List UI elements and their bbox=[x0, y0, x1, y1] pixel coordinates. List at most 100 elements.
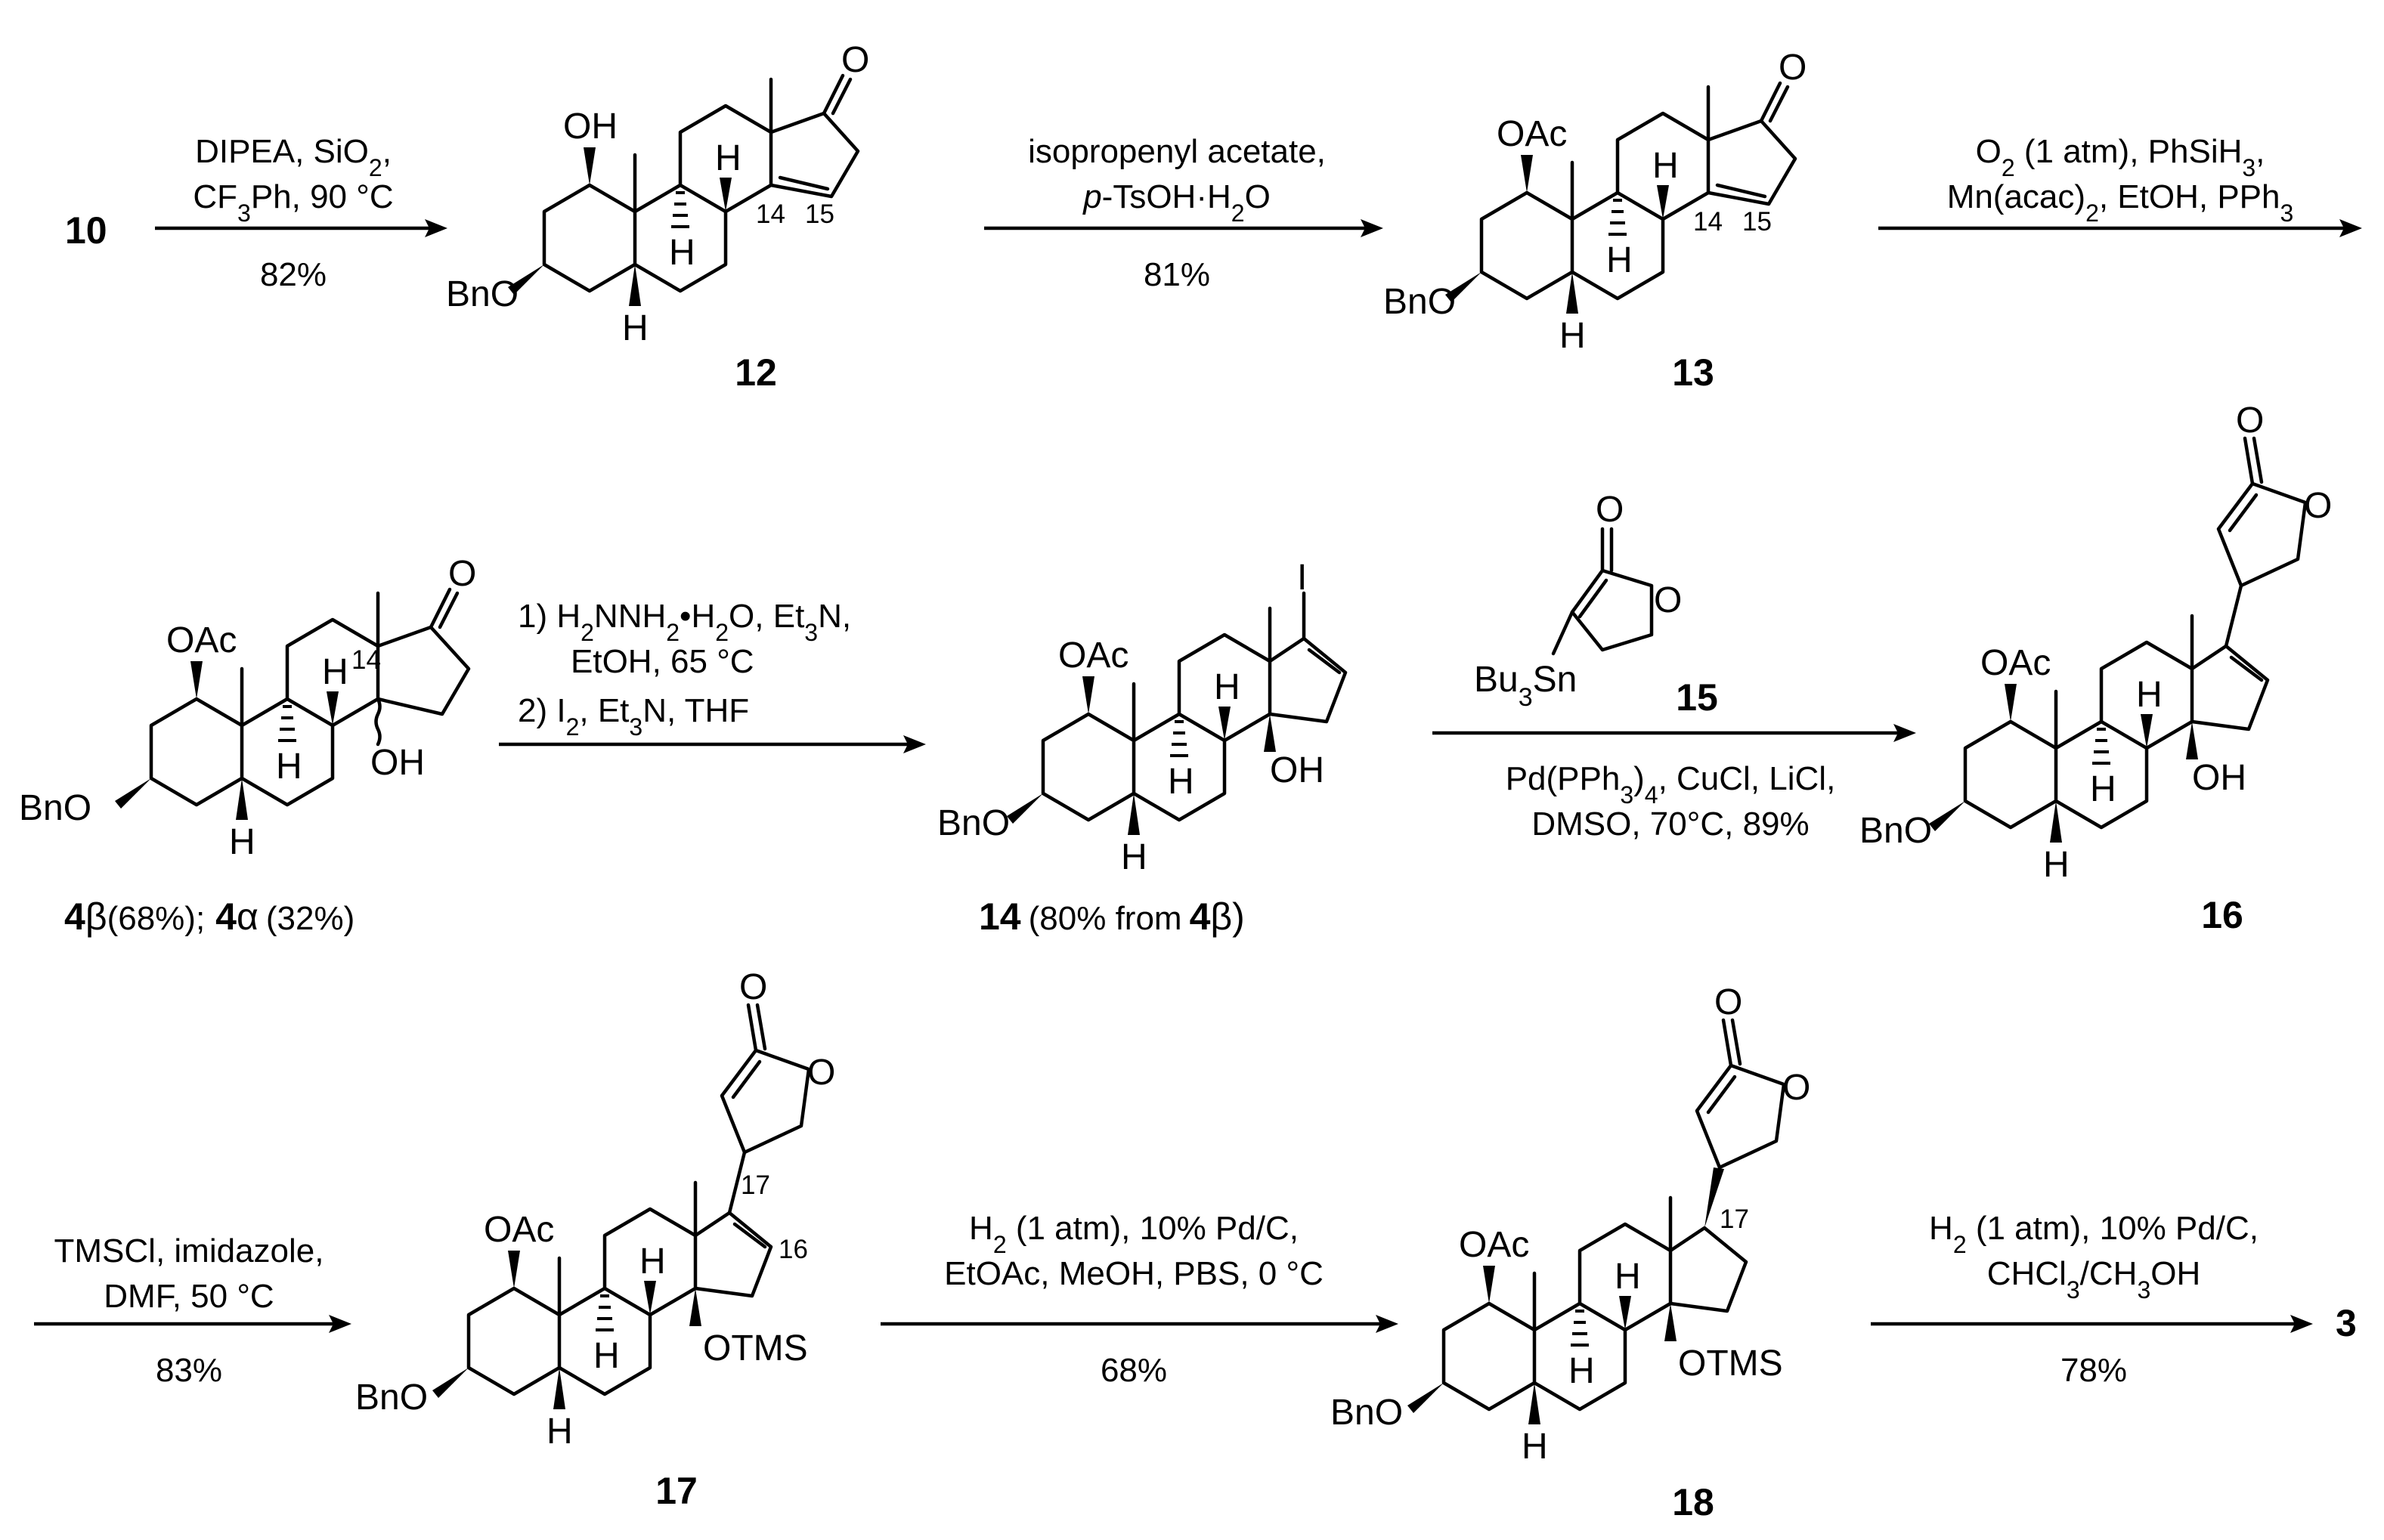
compound-13-label: 13 bbox=[1672, 351, 1714, 394]
compound-4-beta-label: 4β(68%);4α(32%) bbox=[64, 895, 355, 938]
compound-4-structure: O OAc BnO H H H OH 14 bbox=[19, 554, 476, 862]
h5-label: H bbox=[1121, 837, 1147, 877]
c17-number: 17 bbox=[1720, 1204, 1749, 1234]
h9-label: H bbox=[2090, 769, 2116, 809]
step-7-yield: 68% bbox=[1101, 1352, 1167, 1389]
h9-label: H bbox=[669, 233, 695, 273]
step-5-conditions-line2: DMSO, 70°C, 89% bbox=[1531, 806, 1809, 843]
step-1-conditions-line2: CF3Ph, 90 °C bbox=[193, 178, 393, 227]
lactone-ring-oxygen: O bbox=[2304, 486, 2332, 526]
acetoxy-label: OAc bbox=[1058, 635, 1129, 676]
lactone-carbonyl-oxygen: O bbox=[2236, 400, 2264, 441]
compound-12-label: 12 bbox=[735, 351, 777, 394]
step-4-conditions-line3: 2) I2, Et3N, THF bbox=[518, 692, 749, 741]
h9-label: H bbox=[593, 1336, 620, 1376]
h5-label: H bbox=[1522, 1427, 1548, 1467]
step-1-conditions-line1: DIPEA, SiO2, bbox=[195, 133, 392, 181]
compound-12-structure: O OH BnO H H H 14 15 bbox=[446, 40, 869, 348]
benzyloxy-label: BnO bbox=[1330, 1393, 1403, 1433]
lactone-ring-oxygen: O bbox=[1654, 580, 1682, 620]
ketone-oxygen: O bbox=[448, 554, 476, 594]
c17-number: 17 bbox=[741, 1170, 770, 1200]
lactone-carbonyl-oxygen: O bbox=[1596, 490, 1624, 530]
h5-label: H bbox=[622, 308, 649, 348]
step-6-arrow bbox=[34, 1315, 351, 1333]
benzyloxy-label: BnO bbox=[19, 788, 91, 828]
benzyloxy-label: BnO bbox=[355, 1378, 428, 1418]
acetoxy-label: OAc bbox=[1459, 1225, 1529, 1265]
ketone-oxygen: O bbox=[1779, 48, 1807, 88]
stannane-15-structure: O O Bu3Sn bbox=[1474, 490, 1682, 712]
step-1-arrow bbox=[155, 219, 447, 237]
h9-label: H bbox=[1168, 762, 1194, 802]
step-6-conditions-line2: DMF, 50 °C bbox=[104, 1278, 274, 1315]
acetoxy-label: OAc bbox=[1497, 114, 1567, 154]
step-4-conditions-line1: 1) H2NNH2•H2O, Et3N, bbox=[518, 598, 851, 646]
compound-18-label: 18 bbox=[1672, 1481, 1714, 1523]
h8-label: H bbox=[1214, 667, 1240, 707]
h5-label: H bbox=[229, 822, 255, 862]
benzyloxy-label: BnO bbox=[937, 803, 1010, 843]
lactone-carbonyl-oxygen: O bbox=[1714, 982, 1742, 1022]
step-7-arrow bbox=[881, 1315, 1398, 1333]
step-3-conditions-line1: O2 (1 atm), PhSiH3, bbox=[1976, 133, 2265, 181]
step-8-conditions-line1: H2 (1 atm), 10% Pd/C, bbox=[1929, 1210, 2259, 1258]
step-6-yield: 83% bbox=[156, 1352, 222, 1389]
step-4-conditions-line2: EtOH, 65 °C bbox=[571, 643, 754, 680]
compound-15-label: 15 bbox=[1676, 676, 1718, 719]
h9-label: H bbox=[1568, 1351, 1595, 1391]
benzyloxy-label: BnO bbox=[1859, 811, 1932, 851]
c16-number: 16 bbox=[779, 1235, 808, 1264]
compound-16-structure: O O OAc BnO H H H OH bbox=[1859, 400, 2332, 885]
step-1-yield: 82% bbox=[260, 256, 327, 293]
compound-16-label: 16 bbox=[2201, 894, 2243, 936]
h8-label: H bbox=[715, 138, 742, 178]
h8-label: H bbox=[1615, 1257, 1641, 1297]
lactone-ring-oxygen: O bbox=[807, 1053, 835, 1093]
compound-3-label: 3 bbox=[2336, 1302, 2357, 1344]
c14-otms-label: OTMS bbox=[703, 1328, 808, 1368]
step-7-conditions-line1: H2 (1 atm), 10% Pd/C, bbox=[969, 1210, 1299, 1258]
compound-14-structure: I OAc BnO H H H OH bbox=[937, 558, 1348, 877]
ketone-oxygen: O bbox=[841, 40, 869, 80]
compound-17-label: 17 bbox=[655, 1470, 698, 1512]
hydroxyl-label: OH bbox=[563, 107, 618, 147]
h8-label: H bbox=[639, 1242, 666, 1282]
h5-label: H bbox=[1559, 316, 1586, 356]
h8-label: H bbox=[1652, 146, 1679, 186]
compound-10-label: 10 bbox=[65, 209, 107, 252]
acetoxy-label: OAc bbox=[1980, 643, 2051, 683]
step-2-yield: 81% bbox=[1144, 256, 1210, 293]
c14-hydroxyl-label: OH bbox=[1270, 750, 1324, 790]
step-6-conditions-line1: TMSCl, imidazole, bbox=[54, 1232, 324, 1269]
c15-number: 15 bbox=[1742, 207, 1772, 237]
lactone-carbonyl-oxygen: O bbox=[739, 967, 767, 1007]
step-8-conditions-line2: CHCl3/CH3OH bbox=[1987, 1255, 2200, 1303]
benzyloxy-label: BnO bbox=[446, 274, 519, 314]
step-3-arrow bbox=[1878, 219, 2362, 237]
compound-17-structure: O O 17 16 OAc BnO H H H OTMS bbox=[355, 967, 835, 1452]
c14-hydroxyl-label: OH bbox=[2192, 758, 2246, 798]
acetoxy-label: OAc bbox=[166, 620, 237, 660]
step-3-conditions-line2: Mn(acac)2, EtOH, PPh3 bbox=[1947, 178, 2294, 227]
h5-label: H bbox=[546, 1412, 573, 1452]
compound-13-structure: O OAc BnO H H H 14 15 bbox=[1383, 48, 1807, 356]
step-4-arrow bbox=[499, 735, 926, 753]
acetoxy-label: OAc bbox=[484, 1210, 554, 1250]
compound-18-structure: O O 17 OAc BnO H H H OTMS bbox=[1330, 982, 1810, 1467]
step-5-arrow bbox=[1432, 724, 1916, 742]
step-2-conditions-line1: isopropenyl acetate, bbox=[1028, 133, 1326, 170]
step-7-conditions-line2: EtOAc, MeOH, PBS, 0 °C bbox=[944, 1255, 1324, 1292]
h9-label: H bbox=[276, 747, 302, 787]
c14-number: 14 bbox=[351, 645, 381, 675]
h8-label: H bbox=[2136, 675, 2163, 715]
step-2-conditions-line2: p-TsOH·H2O bbox=[1082, 178, 1271, 227]
c14-number: 14 bbox=[1693, 207, 1723, 237]
h5-label: H bbox=[2043, 845, 2070, 885]
c14-otms-label: OTMS bbox=[1678, 1344, 1783, 1384]
lactone-ring-oxygen: O bbox=[1782, 1068, 1810, 1108]
h9-label: H bbox=[1606, 240, 1633, 280]
c15-number: 15 bbox=[805, 199, 834, 229]
